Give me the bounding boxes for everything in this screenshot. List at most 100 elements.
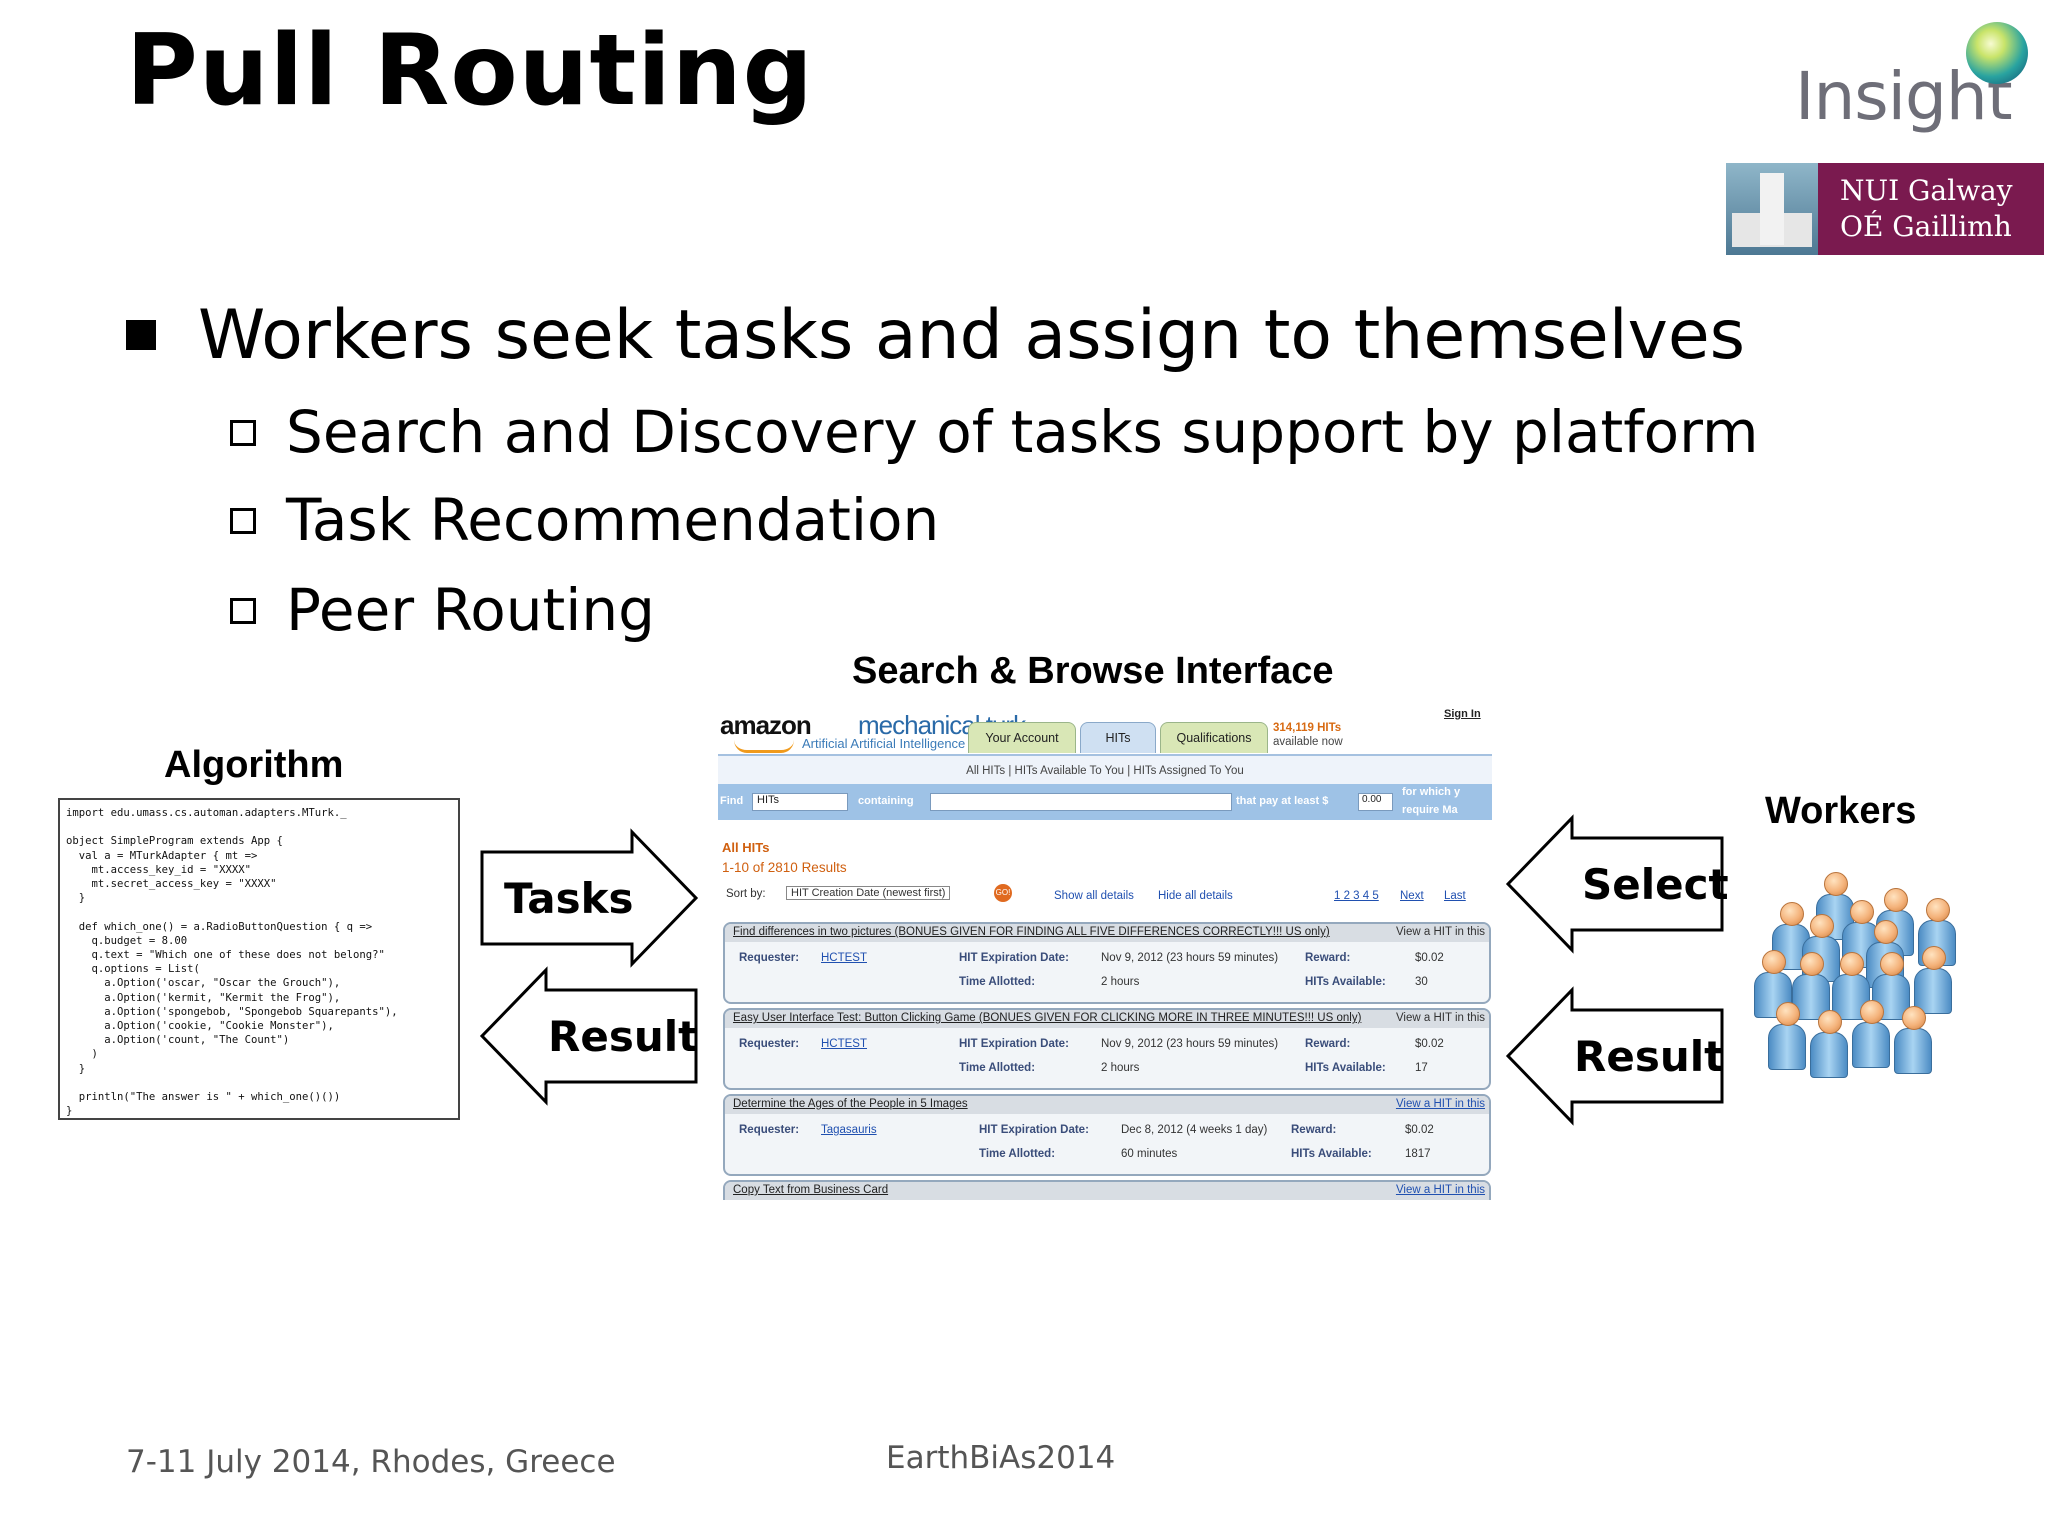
nui-logo-line2: OÉ Gaillimh xyxy=(1840,210,2012,243)
sub-bullet-3: Peer Routing xyxy=(230,576,655,646)
hits-available-label: HITs Available: xyxy=(1305,976,1386,988)
mturk-tagline: Artificial Artificial Intelligence xyxy=(802,736,966,751)
find-select-value: HITs xyxy=(757,794,779,806)
hits-available-value: 30 xyxy=(1415,976,1428,988)
hit-row: Determine the Ages of the People in 5 Im… xyxy=(723,1094,1491,1176)
footer-event: EarthBiAs2014 xyxy=(886,1440,1116,1476)
requester-link[interactable]: HCTEST xyxy=(821,1038,867,1050)
sub-bullet-text: Task Recommendation xyxy=(286,486,940,554)
view-hit-link[interactable]: View a HIT in this xyxy=(1395,926,1485,938)
tab-your-account[interactable]: Your Account xyxy=(968,722,1076,753)
result-left-arrow-label: Result xyxy=(548,1012,699,1061)
min-pay-input[interactable]: 0.00 xyxy=(1358,793,1393,811)
worker-icon xyxy=(1752,950,1792,1018)
search-browse-label: Search & Browse Interface xyxy=(852,650,1334,692)
last-page-link[interactable]: Last xyxy=(1444,890,1466,902)
hits-available-label: HITs Available: xyxy=(1305,1062,1386,1074)
workers-crowd xyxy=(1752,872,1972,1084)
requester-link[interactable]: HCTEST xyxy=(821,952,867,964)
algorithm-code-box: import edu.umass.cs.automan.adapters.MTu… xyxy=(58,798,460,1120)
hit-row: Easy User Interface Test: Button Clickin… xyxy=(723,1008,1491,1090)
hits-available-now: available now xyxy=(1273,736,1343,748)
result-right-arrow-label: Result xyxy=(1574,1032,1725,1081)
sort-by-label: Sort by: xyxy=(726,888,766,900)
go-button[interactable]: GO! xyxy=(994,884,1012,902)
view-hit-link[interactable]: View a HIT in this xyxy=(1395,1184,1485,1196)
sub-bullet-2: Task Recommendation xyxy=(230,486,939,556)
time-allotted-label: Time Allotted: xyxy=(979,1148,1056,1160)
hollow-square-bullet-icon xyxy=(230,419,256,446)
amazon-logo-text: amazon xyxy=(720,710,812,740)
min-pay-value: 0.00 xyxy=(1362,794,1382,805)
requester-label: Requester: xyxy=(739,1124,800,1136)
sort-select[interactable]: HIT Creation Date (newest first) xyxy=(786,886,951,900)
require-checkbox-label[interactable]: require Ma xyxy=(1402,804,1458,816)
hit-title-link[interactable]: Easy User Interface Test: Button Clickin… xyxy=(733,1012,1362,1024)
tab-qualifications[interactable]: Qualifications xyxy=(1160,722,1268,753)
view-hit-link[interactable]: View a HIT in this xyxy=(1395,1098,1485,1110)
requester-label: Requester: xyxy=(739,1038,800,1050)
main-bullet: Workers seek tasks and assign to themsel… xyxy=(126,295,1745,377)
hits-nav-bar[interactable]: All HITs | HITs Available To You | HITs … xyxy=(718,754,1492,786)
worker-icon xyxy=(1808,1010,1848,1078)
time-allotted-label: Time Allotted: xyxy=(959,1062,1036,1074)
time-allotted-label: Time Allotted: xyxy=(959,976,1036,988)
requester-link[interactable]: Tagasauris xyxy=(821,1124,877,1136)
expiration-label: HIT Expiration Date: xyxy=(979,1124,1089,1136)
worker-icon xyxy=(1892,1006,1932,1074)
all-hits-heading: All HITs xyxy=(722,840,770,855)
reward-label: Reward: xyxy=(1291,1124,1337,1136)
algorithm-label: Algorithm xyxy=(164,744,344,786)
reward-value: $0.02 xyxy=(1405,1124,1434,1136)
hits-available-value: 17 xyxy=(1415,1062,1428,1074)
show-all-details-link[interactable]: Show all details xyxy=(1054,890,1134,902)
containing-label: containing xyxy=(858,795,914,807)
sub-bullet-1: Search and Discovery of tasks support by… xyxy=(230,398,1758,468)
for-which-checkbox-label[interactable]: for which y xyxy=(1402,786,1461,798)
time-allotted-value: 2 hours xyxy=(1101,1062,1140,1074)
expiration-label: HIT Expiration Date: xyxy=(959,1038,1069,1050)
results-count: 1-10 of 2810 Results xyxy=(722,860,847,875)
result-left-arrow xyxy=(479,966,698,1106)
search-input[interactable] xyxy=(930,793,1232,811)
amazon-smile-icon xyxy=(734,740,794,753)
reward-value: $0.02 xyxy=(1415,1038,1444,1050)
reward-label: Reward: xyxy=(1305,952,1351,964)
hit-title-link[interactable]: Determine the Ages of the People in 5 Im… xyxy=(733,1098,968,1110)
insight-globe-icon xyxy=(1966,22,2028,84)
mturk-search-browse-interface: amazon mechanical turk Artificial Artifi… xyxy=(718,700,1492,1200)
nui-logo-line1: NUI Galway xyxy=(1840,174,2013,207)
tasks-arrow xyxy=(480,828,699,968)
tab-hits[interactable]: HITs xyxy=(1080,722,1156,753)
worker-icon xyxy=(1850,1000,1890,1068)
find-type-select[interactable]: HITs xyxy=(752,793,848,811)
hit-title-link[interactable]: Copy Text from Business Card xyxy=(733,1184,889,1196)
view-hit-link[interactable]: View a HIT in this xyxy=(1395,1012,1485,1024)
sign-in-link[interactable]: Sign In xyxy=(1444,708,1481,720)
tasks-arrow-label: Tasks xyxy=(504,874,634,923)
hide-all-details-link[interactable]: Hide all details xyxy=(1158,890,1233,902)
workers-label: Workers xyxy=(1765,790,1917,832)
worker-icon xyxy=(1766,1002,1806,1070)
footer-date-location: 7-11 July 2014, Rhodes, Greece xyxy=(126,1444,616,1480)
result-right-arrow xyxy=(1505,986,1724,1126)
expiration-label: HIT Expiration Date: xyxy=(959,952,1069,964)
pagination-links[interactable]: 1 2 3 4 5 xyxy=(1334,890,1379,902)
hit-row: Find differences in two pictures (BONUES… xyxy=(723,922,1491,1004)
time-allotted-value: 60 minutes xyxy=(1121,1148,1178,1160)
sub-bullet-text: Search and Discovery of tasks support by… xyxy=(286,398,1759,466)
hit-row: Copy Text from Business Card View a HIT … xyxy=(723,1180,1491,1200)
next-page-link[interactable]: Next xyxy=(1400,890,1424,902)
worker-icon xyxy=(1912,946,1952,1014)
reward-value: $0.02 xyxy=(1415,952,1444,964)
find-bar: Find HITs containing that pay at least $… xyxy=(718,784,1492,820)
university-building-icon xyxy=(1726,163,1818,255)
expiration-value: Nov 9, 2012 (23 hours 59 minutes) xyxy=(1101,1038,1279,1050)
time-allotted-value: 2 hours xyxy=(1101,976,1140,988)
main-bullet-text: Workers seek tasks and assign to themsel… xyxy=(198,296,1746,375)
expiration-value: Dec 8, 2012 (4 weeks 1 day) xyxy=(1121,1124,1268,1136)
pay-at-least-label: that pay at least $ xyxy=(1236,795,1329,807)
hits-count: 314,119 HITs xyxy=(1273,722,1342,734)
hit-title-link[interactable]: Find differences in two pictures (BONUES… xyxy=(733,926,1330,938)
hollow-square-bullet-icon xyxy=(230,597,256,624)
